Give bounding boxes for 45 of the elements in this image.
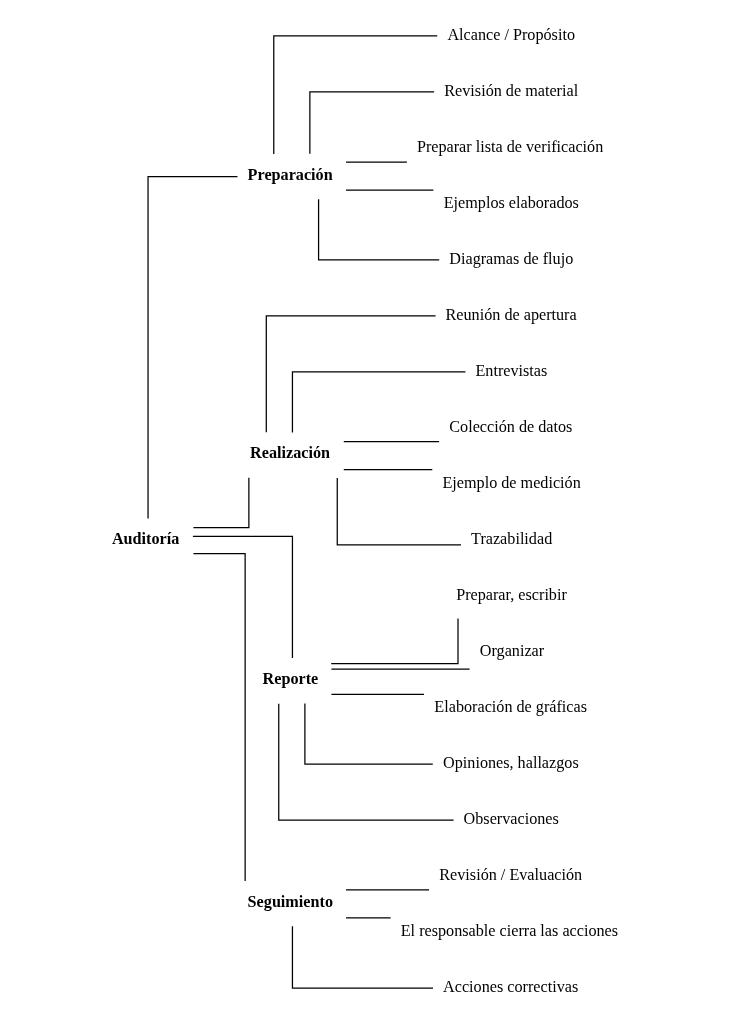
connector bbox=[336, 477, 462, 546]
connector bbox=[330, 693, 425, 695]
connector bbox=[192, 535, 294, 659]
connector bbox=[291, 371, 467, 434]
connector bbox=[309, 91, 435, 155]
connector bbox=[304, 702, 434, 765]
node-text: Ejemplo de medición bbox=[442, 474, 581, 492]
node-text: Seguimiento bbox=[247, 892, 333, 910]
connector bbox=[343, 441, 440, 443]
node-text: Entrevistas bbox=[475, 362, 548, 380]
node-text: Revisión / Evaluación bbox=[439, 866, 583, 884]
connector bbox=[278, 703, 455, 821]
connector bbox=[192, 553, 246, 882]
node-text: Colección de datos bbox=[449, 418, 573, 436]
connector bbox=[330, 617, 459, 665]
connector bbox=[345, 889, 430, 891]
connector bbox=[343, 469, 433, 471]
connector bbox=[265, 315, 437, 433]
node-text: Preparar lista de verificación bbox=[416, 138, 604, 156]
node-text: Observaciones bbox=[463, 810, 559, 828]
node-text: Preparar, escribir bbox=[456, 586, 567, 604]
connector bbox=[345, 189, 434, 191]
connector bbox=[317, 198, 440, 261]
node-text: El responsable cierra las acciones bbox=[400, 922, 619, 940]
node-text: Opiniones, hallazgos bbox=[443, 754, 579, 772]
node-text: Acciones correctivas bbox=[443, 978, 579, 996]
node-text: Reporte bbox=[262, 669, 319, 687]
node-text: Revisión de material bbox=[444, 82, 579, 100]
connector bbox=[291, 925, 434, 989]
node-text: Auditoría bbox=[111, 530, 180, 548]
node-text: Preparación bbox=[247, 165, 333, 183]
node-text: Organizar bbox=[479, 642, 545, 660]
node-text: Elaboración de gráficas bbox=[434, 698, 588, 716]
node-text: Reunión de apertura bbox=[445, 306, 577, 324]
connector bbox=[147, 175, 239, 520]
connector bbox=[345, 161, 408, 163]
connector bbox=[192, 477, 250, 529]
node-text: Realización bbox=[250, 444, 331, 462]
connector bbox=[330, 668, 471, 670]
node-text: Trazabilidad bbox=[471, 530, 553, 548]
node-text: Ejemplos elaborados bbox=[443, 194, 579, 212]
connector bbox=[273, 35, 438, 155]
connector bbox=[345, 917, 392, 919]
node-text: Alcance / Propósito bbox=[447, 26, 575, 44]
node-text: Diagramas de flujo bbox=[449, 250, 574, 268]
